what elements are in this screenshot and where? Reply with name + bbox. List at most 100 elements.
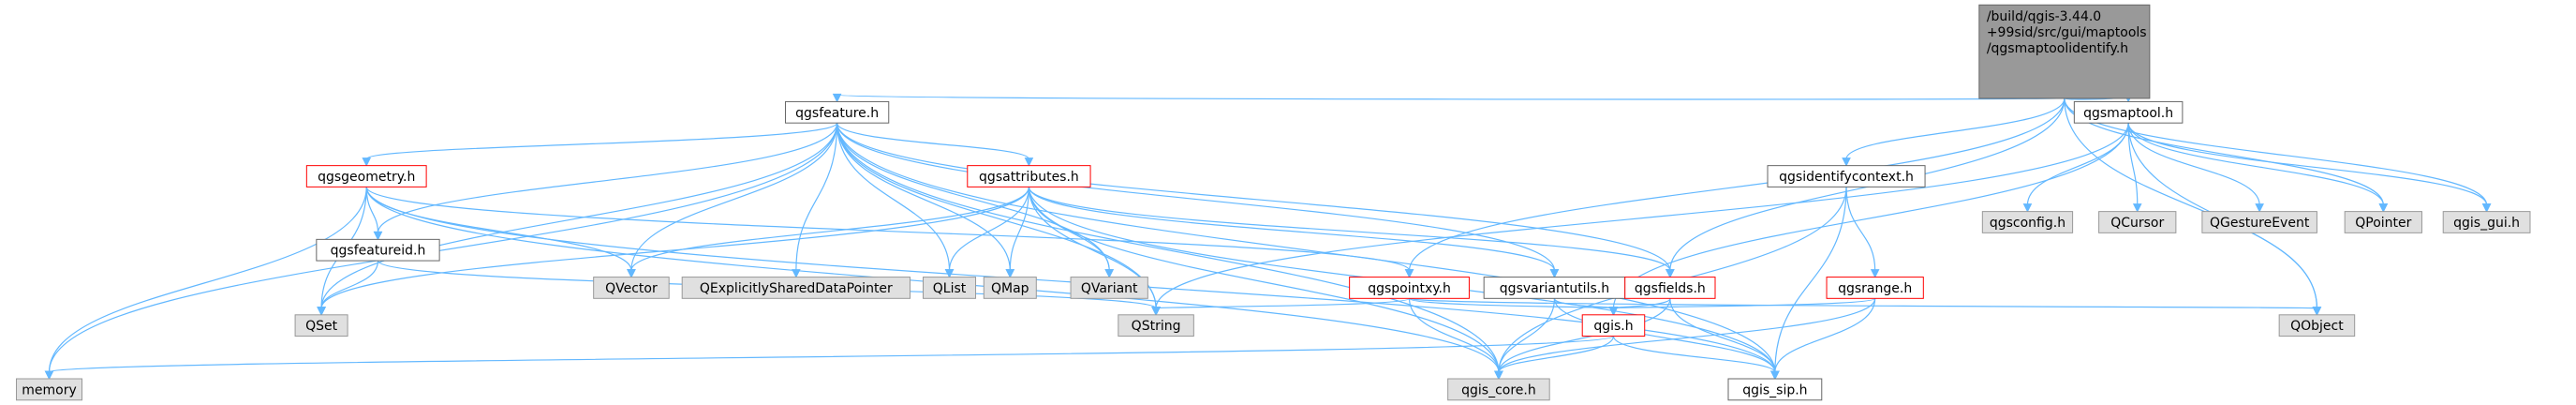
node-box-qpointer [2344, 211, 2422, 233]
node-layer: /build/qgis-3.44.0+99sid/src/gui/maptool… [16, 4, 2531, 401]
edge-qgsrange-to-qgis [1608, 297, 1876, 316]
node-box-qmap [983, 277, 1037, 299]
node-label-qgsfeatureid: qgsfeatureid.h [331, 244, 426, 259]
node-memory[interactable]: memory [16, 378, 83, 401]
node-label-qgsfeature: qgsfeature.h [795, 106, 879, 121]
edge-qgsfeatureid-to-qset [317, 261, 379, 316]
node-label-qgis_sip: qgis_sip.h [1742, 382, 1807, 398]
node-qcursor[interactable]: QCursor [2098, 211, 2177, 233]
node-label-qgestureevent: QGestureEvent [2210, 216, 2310, 231]
edge-qgsgeometry-to-memory [44, 187, 367, 381]
node-box-qgsconfig [1981, 211, 2074, 233]
edge-root-to-qobject [2064, 98, 2322, 316]
node-label-qvector: QVector [605, 281, 658, 296]
node-qset[interactable]: QSet [294, 314, 348, 338]
node-qvariant[interactable]: QVariant [1070, 277, 1148, 299]
node-label-qgsvariantutils: qgsvariantutils.h [1500, 281, 1609, 296]
node-qgsidentifycontext[interactable]: qgsidentifycontext.h [1767, 165, 1926, 188]
node-qgsfields[interactable]: qgsfields.h [1624, 277, 1716, 299]
node-qstring[interactable]: QString [1118, 314, 1194, 338]
node-label-qstring: QString [1132, 319, 1181, 334]
root-label-line-2: +99sid/src/gui/maptools [1987, 25, 2147, 40]
node-box-qgis_core [1447, 378, 1550, 401]
edge-qgsfeature-to-qexplicitly [792, 123, 838, 278]
node-qgis_core[interactable]: qgis_core.h [1447, 378, 1550, 401]
edge-qgsattributes-to-qgsvariantutils [1028, 187, 1560, 278]
node-qgsfeatureid[interactable]: qgsfeatureid.h [316, 238, 440, 262]
edge-qgsrange-to-qgis_sip [1770, 298, 1876, 381]
node-label-qgsrange: qgsrange.h [1838, 281, 1912, 296]
edge-qgis-to-qgis_core [1494, 336, 1615, 381]
node-root[interactable]: /build/qgis-3.44.0+99sid/src/gui/maptool… [1978, 4, 2151, 99]
node-box-qgsfields [1624, 277, 1716, 299]
node-label-qcursor: QCursor [2110, 216, 2164, 231]
edge-qgsidentifycontext-to-qgsrange [1845, 187, 1880, 278]
node-qgis_gui[interactable]: qgis_gui.h [2442, 211, 2531, 233]
node-qgestureevent[interactable]: QGestureEvent [2201, 211, 2317, 233]
edge-qgspointxy-to-qstring [1151, 297, 1411, 316]
node-box-qgis_gui [2442, 211, 2531, 233]
edge-layer [44, 93, 2492, 381]
edge-root-to-qgspointxy [1404, 98, 2065, 278]
node-box-qvector [593, 277, 670, 299]
edge-root-to-qgsfeature [832, 93, 2065, 103]
node-qpointer[interactable]: QPointer [2344, 211, 2422, 233]
node-qexplicitly[interactable]: QExplicitlySharedDataPointer [681, 277, 911, 299]
edge-qgsattributes-to-qlist [944, 187, 1030, 278]
node-box-qgsfeature [784, 100, 890, 124]
edge-qgsfields-to-qgis_core [1494, 298, 1671, 381]
edge-qgsfeature-to-qgis_sip [836, 123, 1780, 381]
edge-qgsgeometry-to-qgspointxy [365, 187, 1414, 278]
edge-qgsgeometry-to-qgsfeatureid [365, 187, 383, 241]
node-qgsvariantutils[interactable]: qgsvariantutils.h [1483, 277, 1626, 299]
edge-qgsfeature-to-qgsattributes [836, 122, 1034, 167]
edge-qgsfields-to-qgis_sip [1669, 298, 1780, 381]
node-label-qset: QSet [305, 319, 338, 334]
node-qlist[interactable]: QList [923, 277, 977, 299]
node-qgsrange[interactable]: qgsrange.h [1826, 277, 1924, 299]
node-box-qexplicitly [681, 277, 911, 299]
node-qgis[interactable]: qgis.h [1581, 314, 1646, 338]
edge-qgsmaptool-to-qpointer [2127, 123, 2389, 213]
node-label-qgsidentifycontext: qgsidentifycontext.h [1779, 170, 1914, 185]
node-box-qgsgeometry [305, 165, 427, 188]
root-label-line-1: /build/qgis-3.44.0 [1987, 9, 2101, 24]
node-label-qgsmaptool: qgsmaptool.h [2083, 106, 2173, 121]
edge-qgsfeature-to-qvector [627, 123, 838, 278]
node-label-qgis: qgis.h [1593, 319, 1633, 334]
edge-qgsmaptool-to-qcursor [2127, 123, 2142, 213]
node-qgsfeature[interactable]: qgsfeature.h [784, 100, 890, 124]
node-qgspointxy[interactable]: qgspointxy.h [1349, 277, 1470, 299]
node-label-qobject: QObject [2290, 319, 2344, 334]
node-qgsgeometry[interactable]: qgsgeometry.h [305, 165, 427, 188]
node-qmap[interactable]: QMap [983, 277, 1037, 299]
edge-root-to-qgsidentifycontext [1842, 98, 2065, 167]
node-label-qgsconfig: qgsconfig.h [1990, 216, 2065, 231]
node-label-qgsfields: qgsfields.h [1635, 281, 1706, 296]
node-qobject[interactable]: QObject [2278, 314, 2356, 338]
node-box-qgis [1581, 314, 1646, 338]
node-qgsmaptool[interactable]: qgsmaptool.h [2073, 100, 2184, 124]
node-label-qgsgeometry: qgsgeometry.h [318, 170, 415, 185]
node-qvector[interactable]: QVector [593, 277, 670, 299]
node-label-qpointer: QPointer [2355, 216, 2411, 231]
node-box-qgspointxy [1349, 277, 1470, 299]
edge-qgsattributes-to-qvariant [1028, 187, 1115, 278]
node-qgsconfig[interactable]: qgsconfig.h [1981, 211, 2074, 233]
node-label-qgis_gui: qgis_gui.h [2453, 216, 2520, 231]
edge-qgis-to-memory [44, 336, 1615, 381]
edge-qgsattributes-to-qgsfields [1028, 187, 1675, 278]
node-label-qexplicitly: QExplicitlySharedDataPointer [700, 281, 893, 296]
node-qgsattributes[interactable]: qgsattributes.h [967, 165, 1091, 188]
node-label-qgspointxy: qgspointxy.h [1368, 281, 1451, 296]
edge-qgsfeature-to-qgis_core [836, 123, 1503, 381]
node-label-qvariant: QVariant [1081, 281, 1138, 296]
edge-qgsmaptool-to-qgis_gui [2127, 123, 2492, 213]
edge-qgsfeature-to-qgsgeometry [362, 122, 838, 167]
root-label-line-3: /qgsmaptoolidentify.h [1987, 41, 2128, 56]
node-qgis_sip[interactable]: qgis_sip.h [1727, 378, 1823, 401]
edge-qgsvariantutils-to-qgis_sip [1553, 298, 1780, 381]
edge-qgsattributes-to-qmap [1005, 187, 1030, 278]
node-box-qset [294, 314, 348, 338]
edge-root-to-qgsfields [1666, 98, 2065, 278]
